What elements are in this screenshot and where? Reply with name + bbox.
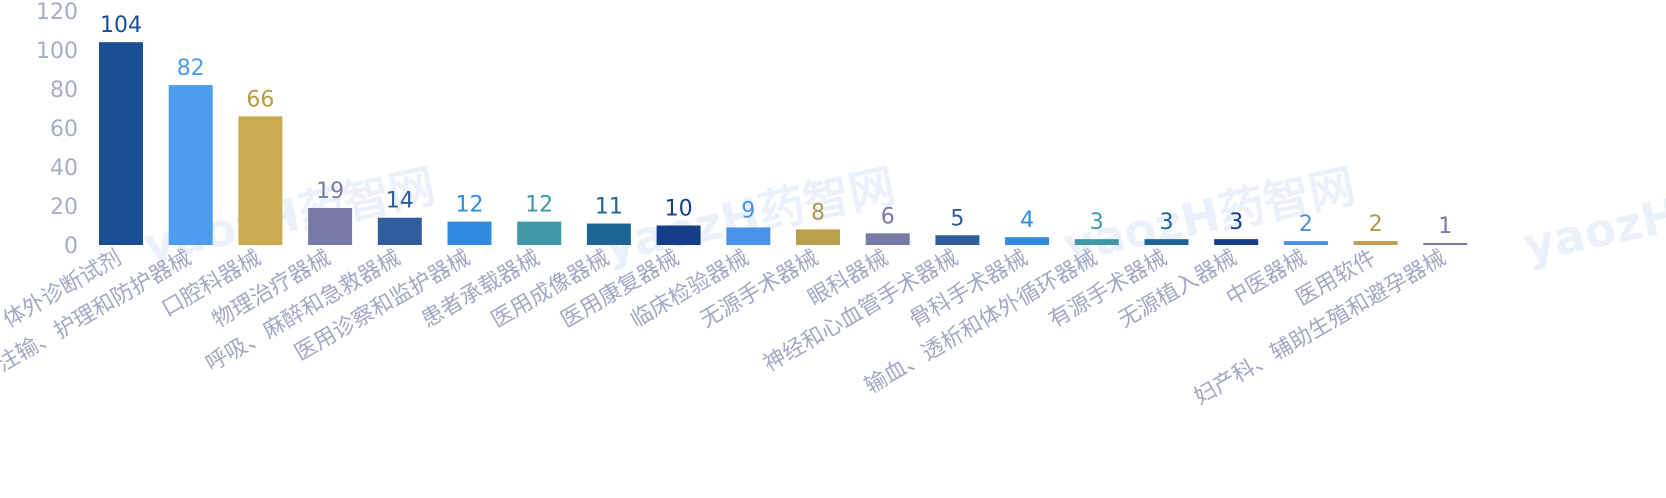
bar-value-label: 9: [741, 198, 755, 223]
bar-value-label: 11: [595, 195, 623, 220]
y-tick-label: 40: [50, 156, 78, 181]
bar: [586, 223, 631, 245]
bar: [168, 85, 213, 245]
x-axis: 体外诊断试剂注输、护理和防护器械口腔科器械物理治疗器械呼吸、麻醉和急救器械医用诊…: [0, 246, 1450, 411]
y-tick-label: 0: [64, 234, 78, 259]
bar: [1283, 241, 1328, 245]
bar-value-label: 12: [525, 193, 553, 218]
y-tick-label: 120: [36, 0, 78, 25]
bar: [935, 235, 980, 245]
bar: [656, 225, 701, 245]
bar: [238, 116, 283, 245]
bar: [308, 207, 353, 245]
bar: [1214, 239, 1259, 245]
bar: [726, 227, 771, 245]
bar-value-label: 6: [881, 204, 895, 229]
bar-value-label: 3: [1090, 210, 1104, 235]
bar-series: [99, 42, 1468, 246]
y-tick-label: 60: [50, 117, 78, 142]
bar: [1005, 237, 1050, 245]
bar-value-label: 2: [1369, 212, 1383, 237]
watermark-text: yaozH药智网: [1519, 158, 1666, 272]
bar: [447, 221, 492, 245]
bar-value-label: 2: [1299, 212, 1313, 237]
bar: [1144, 239, 1189, 245]
y-tick-label: 80: [50, 78, 78, 103]
bar: [1353, 241, 1398, 245]
bar: [1074, 239, 1119, 245]
bar-value-label: 1: [1438, 214, 1452, 239]
bar-value-label: 19: [316, 179, 344, 204]
y-tick-label: 100: [36, 39, 78, 64]
bar-value-label: 82: [177, 56, 205, 81]
bar-value-label: 66: [246, 87, 274, 112]
bar: [99, 42, 143, 246]
bar-value-label: 5: [950, 206, 964, 231]
bar-value-label: 10: [665, 197, 693, 222]
bar-value-label: 3: [1160, 210, 1174, 235]
bar: [796, 229, 840, 245]
bar-value-label: 4: [1020, 208, 1034, 233]
bar-value-label: 12: [456, 193, 484, 218]
bar: [517, 221, 562, 245]
bar: [377, 217, 422, 245]
y-tick-label: 20: [50, 195, 78, 220]
bar: [865, 233, 910, 245]
bar-value-label: 3: [1229, 210, 1243, 235]
value-labels: 104 82 66 19 14 12 12 11 10 9 8 6 5 4 3 3 3 2 2 1: [100, 13, 1452, 239]
y-axis: 0 20 40 60 80 100 120: [36, 0, 78, 259]
bar-value-label: 8: [811, 200, 825, 225]
bar: [1423, 243, 1468, 245]
bar-value-label: 14: [386, 189, 414, 214]
bar-value-label: 104: [100, 13, 142, 38]
